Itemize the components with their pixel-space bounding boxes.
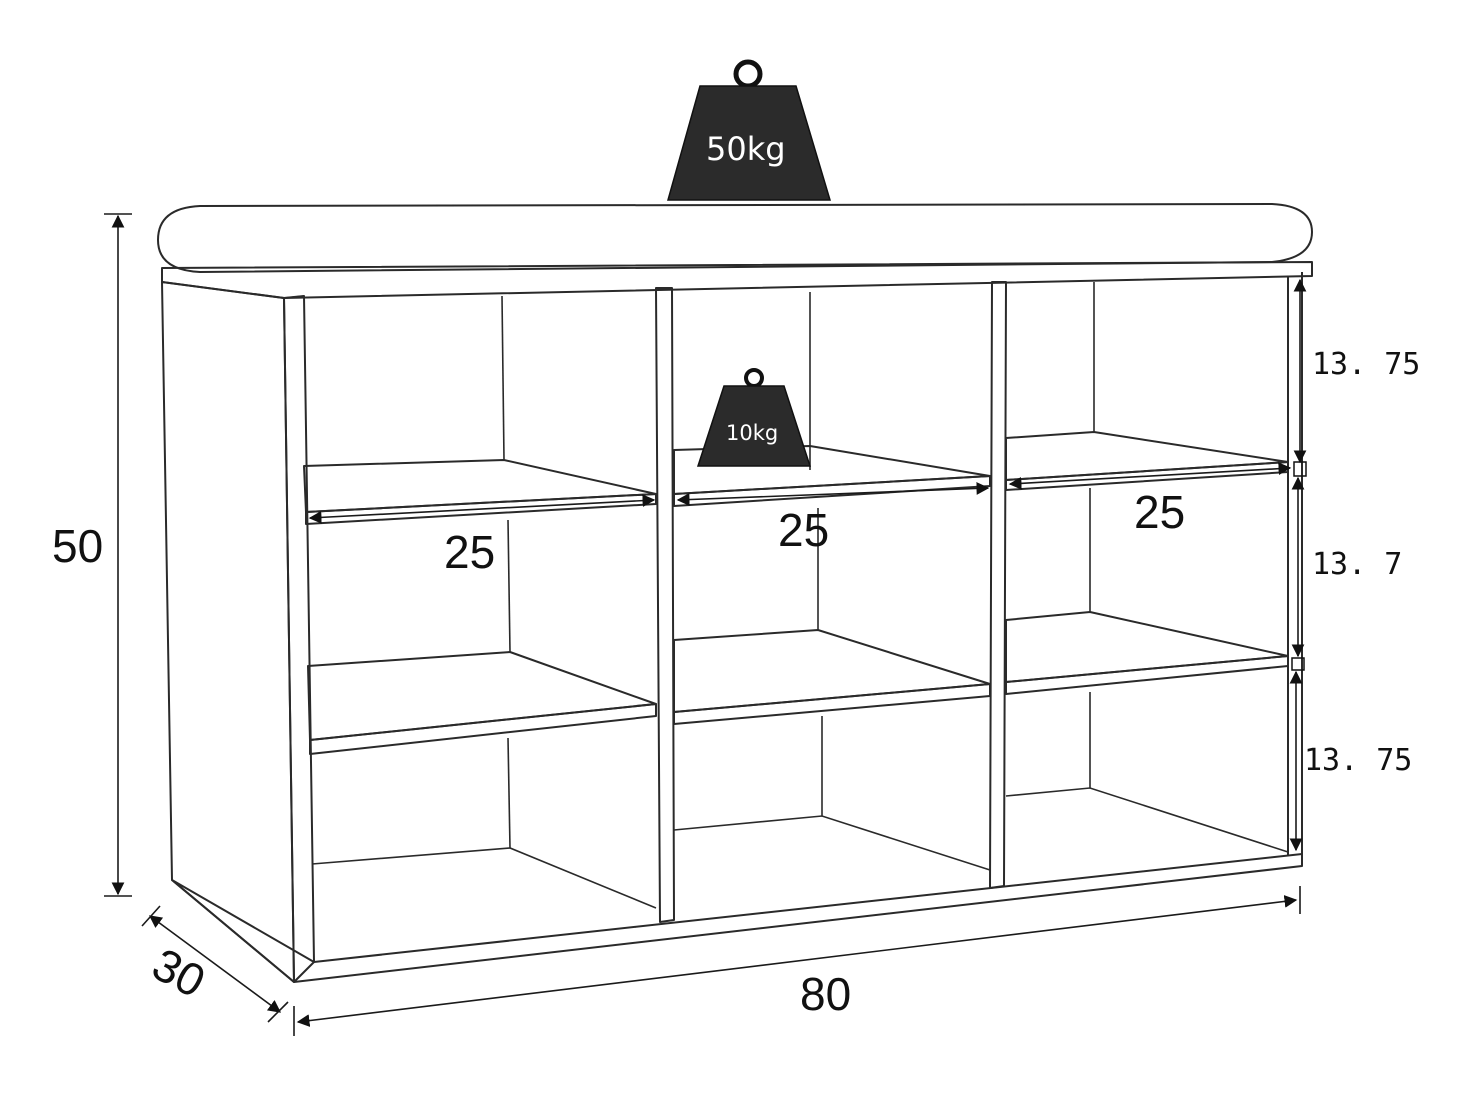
shelf-weight-icon: 10kg — [696, 368, 812, 467]
width-label: 80 — [800, 968, 851, 1020]
depth-dimension-line — [148, 915, 282, 1013]
top-weight-icon: 50kg — [667, 59, 832, 201]
cell-width-label-2: 25 — [778, 504, 829, 556]
cell-width-arrow-2 — [676, 482, 990, 506]
height-label: 50 — [52, 520, 103, 572]
width-dimension-line — [296, 895, 1298, 1027]
top-panel — [161, 261, 1313, 299]
cell-width-arrow-1 — [308, 494, 656, 524]
seat-cushion — [157, 203, 1313, 273]
shelf-row2-col3 — [1005, 611, 1289, 683]
shelf-row1-col3 — [1005, 431, 1289, 481]
cell-height-label-1: 13. 75 — [1312, 347, 1420, 382]
shelf-row1-col1 — [303, 459, 657, 513]
left-side-panel — [161, 281, 295, 983]
cell-width-label-3: 25 — [1134, 486, 1185, 538]
divider-2 — [989, 281, 1007, 889]
shelf-row2-col1 — [307, 651, 657, 741]
shelf-weight-label: 10kg — [726, 421, 778, 445]
top-weight-label: 50kg — [706, 130, 786, 168]
side-inner-edge — [283, 295, 315, 983]
cell-height-label-2: 13. 7 — [1312, 547, 1402, 582]
bottom-panel — [171, 853, 1303, 983]
cell-width-label-1: 25 — [444, 526, 495, 578]
depth-label: 30 — [144, 938, 214, 1008]
divider-1 — [655, 287, 675, 923]
cell-height-label-3: 13. 75 — [1304, 743, 1412, 778]
cell-width-arrow-3 — [1008, 462, 1292, 490]
